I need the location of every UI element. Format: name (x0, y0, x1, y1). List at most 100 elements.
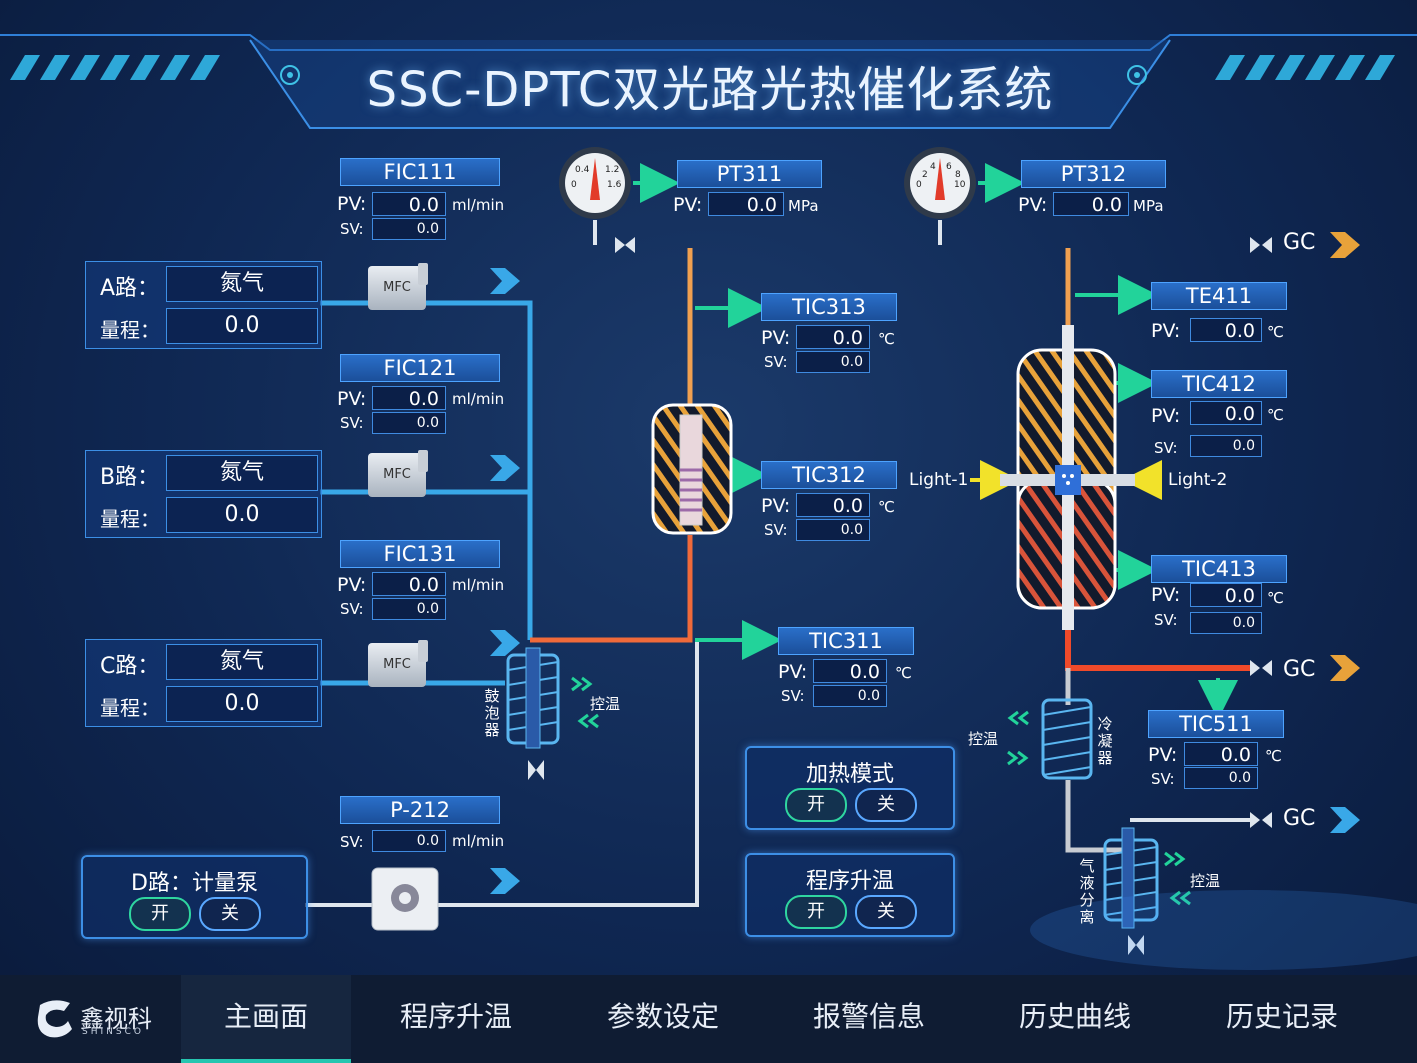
tic313-tag: TIC313 (761, 293, 897, 321)
bubbler-label: 鼓泡器 (484, 687, 500, 739)
heating-mode-title: 加热模式 (805, 762, 894, 787)
gauge-pt311-scale-high: 1.2 (605, 165, 620, 175)
gauge-pt312-scale-10: 10 (954, 180, 966, 190)
process-diagram (305, 147, 1417, 970)
gc-outlet-3: GC (1283, 806, 1316, 831)
tic413-sv-label: SV: (1154, 611, 1178, 629)
d-line-off-button[interactable]: 关 (199, 897, 261, 931)
tic412-tag: TIC412 (1151, 370, 1287, 398)
tic511-pv-label: PV: (1148, 744, 1178, 766)
gas-line-c-range[interactable]: 0.0 (166, 686, 318, 722)
gauge-pt312-scale-4: 4 (930, 162, 936, 172)
heating-mode-on-button[interactable]: 开 (785, 788, 847, 822)
mfc-c: MFC (368, 643, 426, 687)
gas-line-c-panel: C路： 氮气 量程： 0.0 (85, 639, 322, 727)
fic121-sv-label: SV: (340, 414, 364, 432)
nav-program-heating[interactable]: 程序升温 (399, 1000, 512, 1033)
gauge-pt311-scale-max: 1.6 (607, 180, 622, 190)
gauge-pt312-scale-8: 8 (955, 170, 961, 180)
tic312-tag: TIC312 (761, 461, 897, 489)
tic511-sv-label: SV: (1151, 770, 1175, 788)
fic111-unit: ml/min (452, 196, 505, 214)
te411-pv-label: PV: (1151, 320, 1181, 342)
nav-history-records[interactable]: 历史记录 (1225, 1000, 1338, 1033)
tic511-pv-value: 0.0 (1184, 742, 1258, 766)
gas-line-b-range[interactable]: 0.0 (166, 497, 318, 533)
tic313-pv-label: PV: (761, 327, 791, 349)
tic313-pv-value: 0.0 (796, 325, 870, 349)
heating-mode-off-button[interactable]: 关 (855, 788, 917, 822)
tic312-sv-label: SV: (764, 521, 788, 539)
nav-alarm-info[interactable]: 报警信息 (812, 1000, 925, 1033)
light-2-label: Light-2 (1168, 470, 1228, 490)
bottom-nav: 鑫视科 SHINSCO 主画面 程序升温 参数设定 报警信息 历史曲线 历史记录 (0, 975, 1417, 1063)
d-line-panel: D路：计量泵 开 关 (81, 855, 308, 939)
program-heat-on-button[interactable]: 开 (785, 895, 847, 929)
p212-sv-input[interactable]: 0.0 (372, 830, 446, 852)
tic511-unit: ℃ (1265, 747, 1282, 765)
fic131-tag: FIC131 (340, 540, 500, 568)
tic413-pv-value: 0.0 (1190, 583, 1262, 607)
mfc-a: MFC (368, 266, 426, 310)
tic412-unit: ℃ (1267, 406, 1284, 424)
nav-history-curve[interactable]: 历史曲线 (1018, 1000, 1131, 1033)
fic131-unit: ml/min (452, 576, 505, 594)
nav-main[interactable]: 主画面 (181, 975, 351, 1063)
gas-line-b-range-label: 量程： (100, 507, 160, 531)
gas-line-a-range[interactable]: 0.0 (166, 308, 318, 344)
gas-line-b-gas[interactable]: 氮气 (166, 455, 318, 491)
separator-temp-ctrl-label: 控温 (1190, 872, 1221, 890)
mfc-c-connector (418, 640, 428, 662)
mfc-b: MFC (368, 453, 426, 497)
pt311-pv-value: 0.0 (708, 192, 784, 216)
fic121-pv-label: PV: (337, 388, 367, 410)
fic131-pv-value: 0.0 (372, 572, 446, 596)
program-heat-panel: 程序升温 开 关 (745, 853, 955, 937)
pt312-pv-label: PV: (1018, 194, 1048, 216)
tic412-sv-input[interactable]: 0.0 (1190, 435, 1262, 457)
condenser-temp-ctrl-label: 控温 (968, 730, 999, 748)
te411-pv-value: 0.0 (1190, 318, 1262, 342)
fic121-sv-input[interactable]: 0.0 (372, 412, 446, 434)
gas-line-a-panel: A路： 氮气 量程： 0.0 (85, 261, 322, 349)
mfc-a-connector (418, 263, 428, 285)
fic121-tag: FIC121 (340, 354, 500, 382)
nav-parameter-settings[interactable]: 参数设定 (606, 1000, 719, 1033)
gas-line-a-gas[interactable]: 氮气 (166, 266, 318, 302)
gas-line-c-gas[interactable]: 氮气 (166, 644, 318, 680)
tic413-unit: ℃ (1267, 589, 1284, 607)
header-frame (0, 34, 1417, 129)
p212-sv-label: SV: (340, 833, 364, 851)
fic111-tag: FIC111 (340, 158, 500, 186)
tic312-pv-label: PV: (761, 495, 791, 517)
tic312-unit: ℃ (878, 498, 895, 516)
tic311-unit: ℃ (895, 664, 912, 682)
d-line-on-button[interactable]: 开 (129, 897, 191, 931)
fic111-pv-label: PV: (337, 193, 367, 215)
tic312-pv-value: 0.0 (796, 493, 870, 517)
fic121-pv-value: 0.0 (372, 386, 446, 410)
tic511-sv-input[interactable]: 0.0 (1184, 767, 1258, 789)
tic311-sv-input[interactable]: 0.0 (813, 685, 887, 707)
gas-line-b-label: B路： (100, 465, 160, 490)
pt311-tag: PT311 (677, 160, 822, 188)
fic131-sv-input[interactable]: 0.0 (372, 598, 446, 620)
program-heat-off-button[interactable]: 关 (855, 895, 917, 929)
logo-subtext: SHINSCO (82, 1027, 144, 1037)
pt312-unit: MPa (1133, 197, 1164, 215)
gauge-pt312-scale-2: 2 (922, 170, 928, 180)
tic511-tag: TIC511 (1148, 710, 1284, 738)
fic111-sv-input[interactable]: 0.0 (372, 218, 446, 240)
pt312-pv-value: 0.0 (1053, 192, 1129, 216)
gauge-pt311-scale-min: 0 (571, 180, 577, 190)
tic313-sv-input[interactable]: 0.0 (796, 351, 870, 373)
tic312-sv-input[interactable]: 0.0 (796, 519, 870, 541)
gas-line-c-range-label: 量程： (100, 696, 160, 720)
te411-unit: ℃ (1267, 323, 1284, 341)
gc-outlet-2: GC (1283, 657, 1316, 682)
tic413-sv-input[interactable]: 0.0 (1190, 612, 1262, 634)
tic313-sv-label: SV: (764, 353, 788, 371)
fic131-pv-label: PV: (337, 574, 367, 596)
gc-outlet-1: GC (1283, 230, 1316, 255)
logo-icon (37, 1000, 72, 1038)
